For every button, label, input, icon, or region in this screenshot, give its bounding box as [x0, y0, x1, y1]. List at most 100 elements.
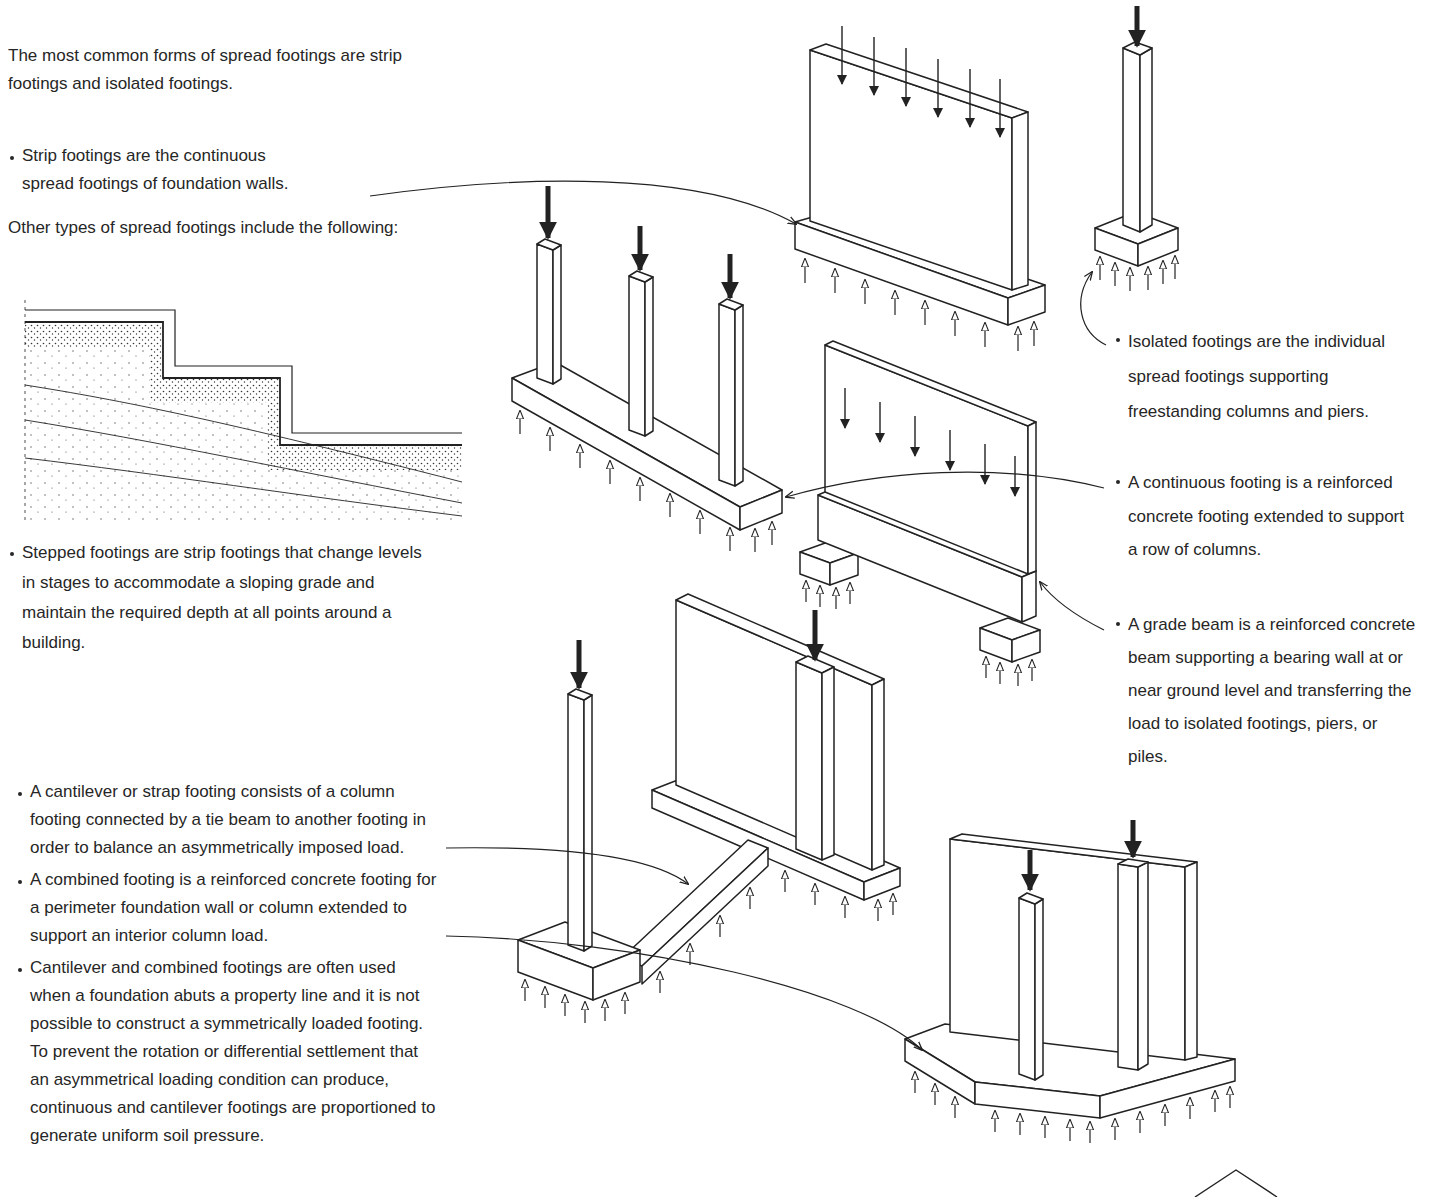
grade-beam: [800, 341, 1040, 662]
leader-lines: [370, 181, 1106, 1050]
combined-footing-part: [915, 1072, 1230, 1143]
grade-beam-part: [1022, 571, 1036, 622]
soil-pressure-arrows-part: [604, 1000, 605, 1021]
leader-lines-part: [1081, 272, 1106, 345]
leader-lines-part: [370, 181, 796, 224]
continuous-footing-part: [629, 276, 645, 436]
combined-footing-part-part: [1028, 850, 1033, 890]
stepped-footing-section: [25, 300, 462, 522]
strap-footing-part: [568, 694, 584, 951]
annotation-text: Other types of spread footings include t…: [8, 214, 478, 242]
soil-pressure-arrows: [805, 259, 1034, 351]
combined-footing-part-part: [1035, 899, 1043, 1080]
continuous-footing-part: [553, 245, 561, 384]
column-load-arrow: [1135, 6, 1140, 46]
column-load-arrows: [548, 186, 730, 298]
leader-lines-part: [446, 848, 688, 884]
annotation-text: Cantilever and combined footings are oft…: [30, 954, 440, 1150]
combined-footing-part: [1030, 820, 1133, 890]
soil-pressure-arrows: [525, 871, 893, 1023]
soil-pressure-arrows-part: [1017, 327, 1018, 351]
grade-beam-part: [1028, 422, 1036, 574]
soil-pressure-arrows-part: [749, 888, 750, 909]
annotation-text: Strip footings are the continuous spread…: [22, 142, 312, 198]
soil-pressure-arrows-part: [892, 894, 893, 915]
annotation-text: A continuous footing is a reinforced con…: [1128, 466, 1418, 567]
soil-pressure-arrows-part: [864, 280, 865, 304]
soil-pressure-arrows-part: [849, 583, 850, 604]
combined-footing-part-part: [975, 1082, 1100, 1118]
combined-footing-part-part: [1185, 862, 1197, 1060]
soil-pressure-arrows-part: [954, 312, 955, 336]
strap-footing-part: [584, 695, 592, 951]
continuous-footing-part: [645, 277, 653, 436]
combined-footing-part-part: [914, 1072, 915, 1093]
isolated-footing: [1095, 42, 1178, 266]
combined-footing-part-part: [954, 1097, 955, 1118]
strip-footing-part: [810, 50, 1012, 290]
soil-pressure-arrows-part: [814, 884, 815, 905]
soil-pressure-arrows-part: [549, 428, 550, 451]
combined-footing-part-part: [1118, 859, 1148, 867]
combined-footing-part-part: [1131, 820, 1136, 857]
soil-pressure-arrows-part: [819, 586, 820, 607]
combined-footing-part-part: [994, 1111, 995, 1132]
load-arrows-part: [984, 444, 985, 484]
combined-footing-part-part: [1089, 1122, 1090, 1143]
leader-lines-part: [446, 936, 922, 1050]
soil-pressure-arrows: [1100, 256, 1175, 291]
strap-footing-part: [642, 848, 768, 984]
strap-footing-part: [872, 679, 884, 870]
soil-pressure-arrows-part: [894, 291, 895, 315]
soil-pressure-arrows-part: [519, 411, 520, 434]
isolated-footing-part: [1095, 228, 1138, 266]
soil-pressure-arrows-part: [639, 478, 640, 501]
combined-footing-part-part: [1138, 862, 1148, 1070]
continuous-footing-part: [537, 239, 561, 250]
continuous-footing-part: [537, 244, 553, 384]
soil-pressure-arrows-part: [1147, 267, 1148, 290]
combined-footing-part: [905, 834, 1235, 1118]
strap-footing-part: [568, 689, 592, 700]
soil-pressure-arrows-part: [729, 528, 730, 551]
load-arrows-part: [914, 416, 915, 456]
soil-pressure-arrows-part: [659, 972, 660, 993]
stepped-footing-section-part: [25, 347, 462, 522]
annotation-text: A grade beam is a reinforced concrete be…: [1128, 608, 1418, 773]
strip-footing: [795, 44, 1045, 325]
stepped-footing-section-part: [25, 385, 462, 482]
isolated-footing-part: [1138, 228, 1178, 266]
combined-footing: [905, 820, 1235, 1143]
soil-pressure-arrows-part: [877, 900, 878, 921]
combined-footing-part-part: [1069, 1120, 1070, 1141]
strap-footing-part: [796, 662, 822, 860]
load-arrows-part: [844, 388, 845, 428]
stepped-footing-section-part: [25, 300, 26, 522]
soil-pressure-arrows-part: [754, 529, 755, 552]
combined-footing-part-part: [1229, 1087, 1230, 1108]
combined-footing-part-part: [1019, 893, 1043, 904]
strap-footing-part: [622, 840, 768, 966]
grade-beam-part: [825, 341, 1036, 426]
strap-footing-part: [676, 594, 884, 685]
soil-pressure-arrows-part: [984, 323, 985, 347]
stepped-footing-section-part: [25, 420, 462, 503]
strap-footing-part: [864, 868, 900, 900]
soil-pressure-arrows-part: [999, 663, 1000, 684]
corner-triangle: [1195, 1170, 1277, 1197]
soil-pressure-arrows-part: [1114, 263, 1115, 286]
strap-footing-part: [593, 950, 640, 1000]
load-arrows-part: [969, 69, 970, 127]
annotation-text: A combined footing is a reinforced concr…: [30, 866, 440, 950]
soil-pressure-arrows-part: [609, 461, 610, 484]
soil-pressure-arrows-part: [804, 259, 805, 283]
soil-pressure-arrows-part: [835, 588, 836, 609]
column-load-arrows-part: [728, 254, 733, 298]
soil-pressure-arrows-part: [1162, 261, 1163, 284]
stepped-footing-section-part: [25, 310, 462, 433]
soil-pressure-arrows-part: [805, 581, 806, 602]
strip-footing-part: [1012, 112, 1028, 290]
soil-pressure-arrows-part: [1129, 268, 1130, 291]
load-arrows-part: [873, 37, 874, 95]
